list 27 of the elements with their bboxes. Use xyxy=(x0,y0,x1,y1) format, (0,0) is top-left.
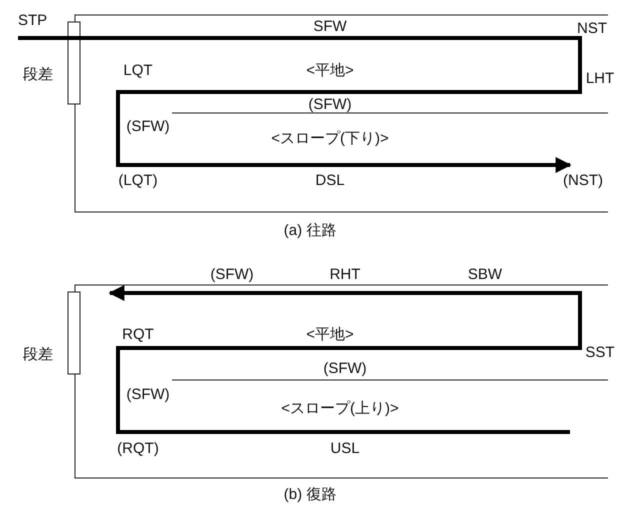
state-label: (NST) xyxy=(563,172,603,189)
state-label: (RQT) xyxy=(117,440,159,457)
state-label: RHT xyxy=(330,266,360,283)
state-label: LQT xyxy=(123,62,153,79)
segment-label: DSL xyxy=(315,172,345,189)
segment-label: USL xyxy=(330,440,360,457)
segment-label: SFW xyxy=(313,18,347,35)
segment-label: (SFW) xyxy=(210,266,254,283)
state-label: RQT xyxy=(122,326,154,343)
segment-label: (SFW) xyxy=(126,118,170,135)
terrain-label: <スロープ(下り)> xyxy=(271,130,389,147)
segment-label: SBW xyxy=(468,266,502,283)
segment-label: (SFW) xyxy=(126,386,170,403)
segment-label: (SFW) xyxy=(323,360,367,377)
terrain-label: <平地> xyxy=(306,326,354,343)
segment-label: (SFW) xyxy=(308,96,352,113)
state-label: STP xyxy=(18,12,48,29)
terrain-label: <平地> xyxy=(306,62,354,79)
caption: (b) 復路 xyxy=(284,486,336,503)
state-label: LHT xyxy=(586,70,614,87)
state-label: (LQT) xyxy=(118,172,158,189)
state-label: NST xyxy=(577,20,607,37)
step-label: 段差 xyxy=(23,346,53,363)
state-label: SST xyxy=(585,344,615,361)
terrain-label: <スロープ(上り)> xyxy=(281,400,399,417)
caption: (a) 往路 xyxy=(284,222,336,239)
step-label: 段差 xyxy=(23,66,53,83)
